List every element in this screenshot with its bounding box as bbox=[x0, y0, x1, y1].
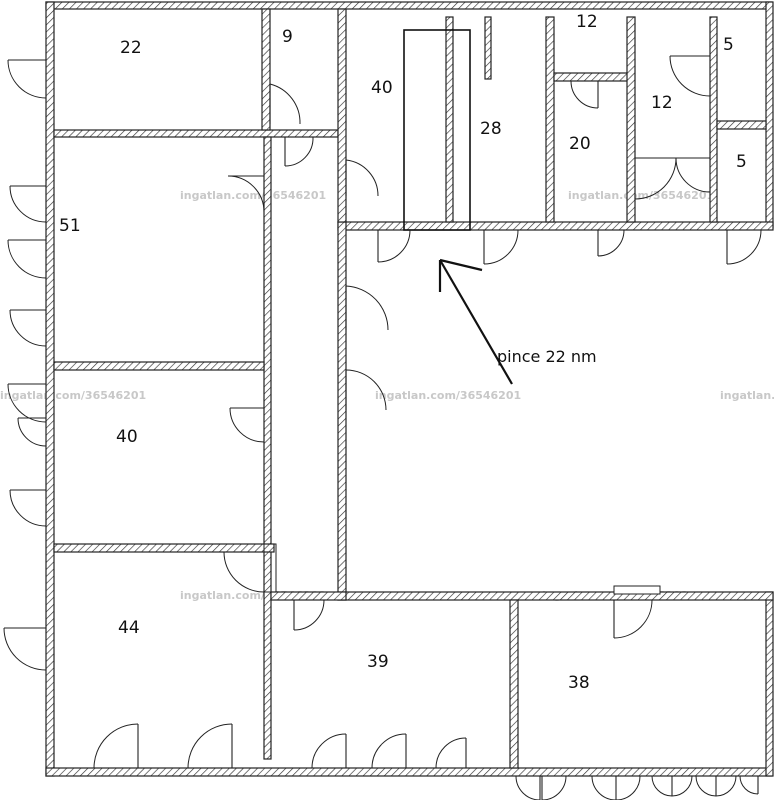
room-label-44: 44 bbox=[118, 618, 140, 638]
wall-40-44 bbox=[53, 543, 275, 553]
staircase-outline bbox=[403, 29, 471, 231]
door bbox=[613, 585, 661, 639]
outer-wall-bottom bbox=[45, 767, 773, 777]
room-label-51: 51 bbox=[59, 216, 81, 236]
door bbox=[7, 383, 47, 423]
door bbox=[9, 489, 47, 527]
wall-40-28 bbox=[445, 16, 454, 223]
room-label-40-left: 40 bbox=[116, 427, 138, 447]
wall-12-5 bbox=[709, 16, 718, 223]
door bbox=[669, 55, 711, 97]
door bbox=[9, 309, 47, 347]
door bbox=[269, 83, 301, 125]
wall-20-12 bbox=[626, 16, 636, 223]
basement-note: pince 22 nm bbox=[497, 347, 597, 366]
wall-39-38 bbox=[509, 599, 519, 769]
door bbox=[675, 157, 711, 193]
door bbox=[311, 733, 347, 769]
door bbox=[93, 723, 139, 769]
door bbox=[483, 229, 519, 265]
outer-wall-left bbox=[45, 1, 55, 777]
door bbox=[7, 239, 47, 279]
watermark-text: ingatlan.com/36546201 bbox=[180, 189, 326, 202]
door bbox=[227, 175, 265, 213]
room-label-28: 28 bbox=[480, 119, 502, 139]
door bbox=[293, 599, 325, 631]
wall-9-40 bbox=[337, 8, 347, 223]
room-label-38: 38 bbox=[568, 673, 590, 693]
watermark-text: ingatlan.com/36546201 bbox=[720, 389, 774, 402]
door bbox=[284, 136, 314, 167]
door bbox=[651, 775, 693, 797]
doors bbox=[3, 55, 767, 800]
wall-22-9 bbox=[261, 8, 271, 131]
room-label-12-top: 12 bbox=[576, 12, 598, 32]
room-label-20: 20 bbox=[569, 134, 591, 154]
wall-12-20 bbox=[553, 72, 631, 82]
room-label-22: 22 bbox=[120, 38, 142, 58]
wall-corridor-39 bbox=[270, 591, 347, 601]
door bbox=[570, 80, 599, 109]
door bbox=[435, 737, 467, 769]
watermark-text: ingatlan.com/36546201 bbox=[568, 189, 714, 202]
door bbox=[695, 775, 737, 797]
room-label-39: 39 bbox=[367, 652, 389, 672]
wall-28-20 bbox=[545, 16, 555, 223]
door bbox=[591, 775, 641, 800]
door bbox=[229, 407, 265, 443]
door bbox=[634, 157, 677, 200]
watermarks: ingatlan.com/36546201 ingatlan.com/36546… bbox=[0, 189, 774, 602]
door bbox=[515, 775, 567, 800]
basement-arrow bbox=[438, 258, 513, 385]
door bbox=[739, 775, 759, 795]
room-label-9: 9 bbox=[282, 27, 293, 47]
door bbox=[371, 733, 407, 769]
door bbox=[597, 229, 625, 257]
door bbox=[17, 417, 47, 447]
wall-5-5 bbox=[716, 120, 767, 130]
door bbox=[187, 723, 233, 769]
door bbox=[7, 59, 47, 99]
courtyard-wall-bottom bbox=[337, 591, 774, 601]
door bbox=[9, 185, 47, 223]
door bbox=[345, 159, 379, 197]
door bbox=[345, 369, 387, 411]
outer-wall-top bbox=[45, 1, 773, 10]
courtyard-wall-left bbox=[337, 221, 347, 601]
walls bbox=[45, 1, 774, 777]
door bbox=[345, 285, 389, 331]
watermark-text: ingatlan.com/36546201 bbox=[375, 389, 521, 402]
door bbox=[726, 229, 762, 265]
room-label-12-right: 12 bbox=[651, 93, 673, 113]
door bbox=[223, 551, 265, 593]
wall-51-40 bbox=[53, 361, 265, 371]
door bbox=[3, 627, 47, 671]
wall-22-51 bbox=[53, 129, 339, 138]
room-labels: 22 9 40 28 12 20 12 5 5 51 40 44 39 38 p… bbox=[59, 12, 747, 693]
corridor-wall-left bbox=[263, 136, 272, 760]
staircase bbox=[403, 29, 471, 231]
room-label-40-top: 40 bbox=[371, 78, 393, 98]
room-label-5-bottom: 5 bbox=[736, 152, 747, 172]
watermark-text: ingatlan.com/36546201 bbox=[0, 389, 146, 402]
outer-wall-right-lower bbox=[765, 591, 774, 777]
outer-wall-right-upper bbox=[765, 1, 774, 229]
room-label-5-top: 5 bbox=[723, 35, 734, 55]
door bbox=[377, 229, 411, 263]
partition-stub bbox=[484, 16, 492, 80]
